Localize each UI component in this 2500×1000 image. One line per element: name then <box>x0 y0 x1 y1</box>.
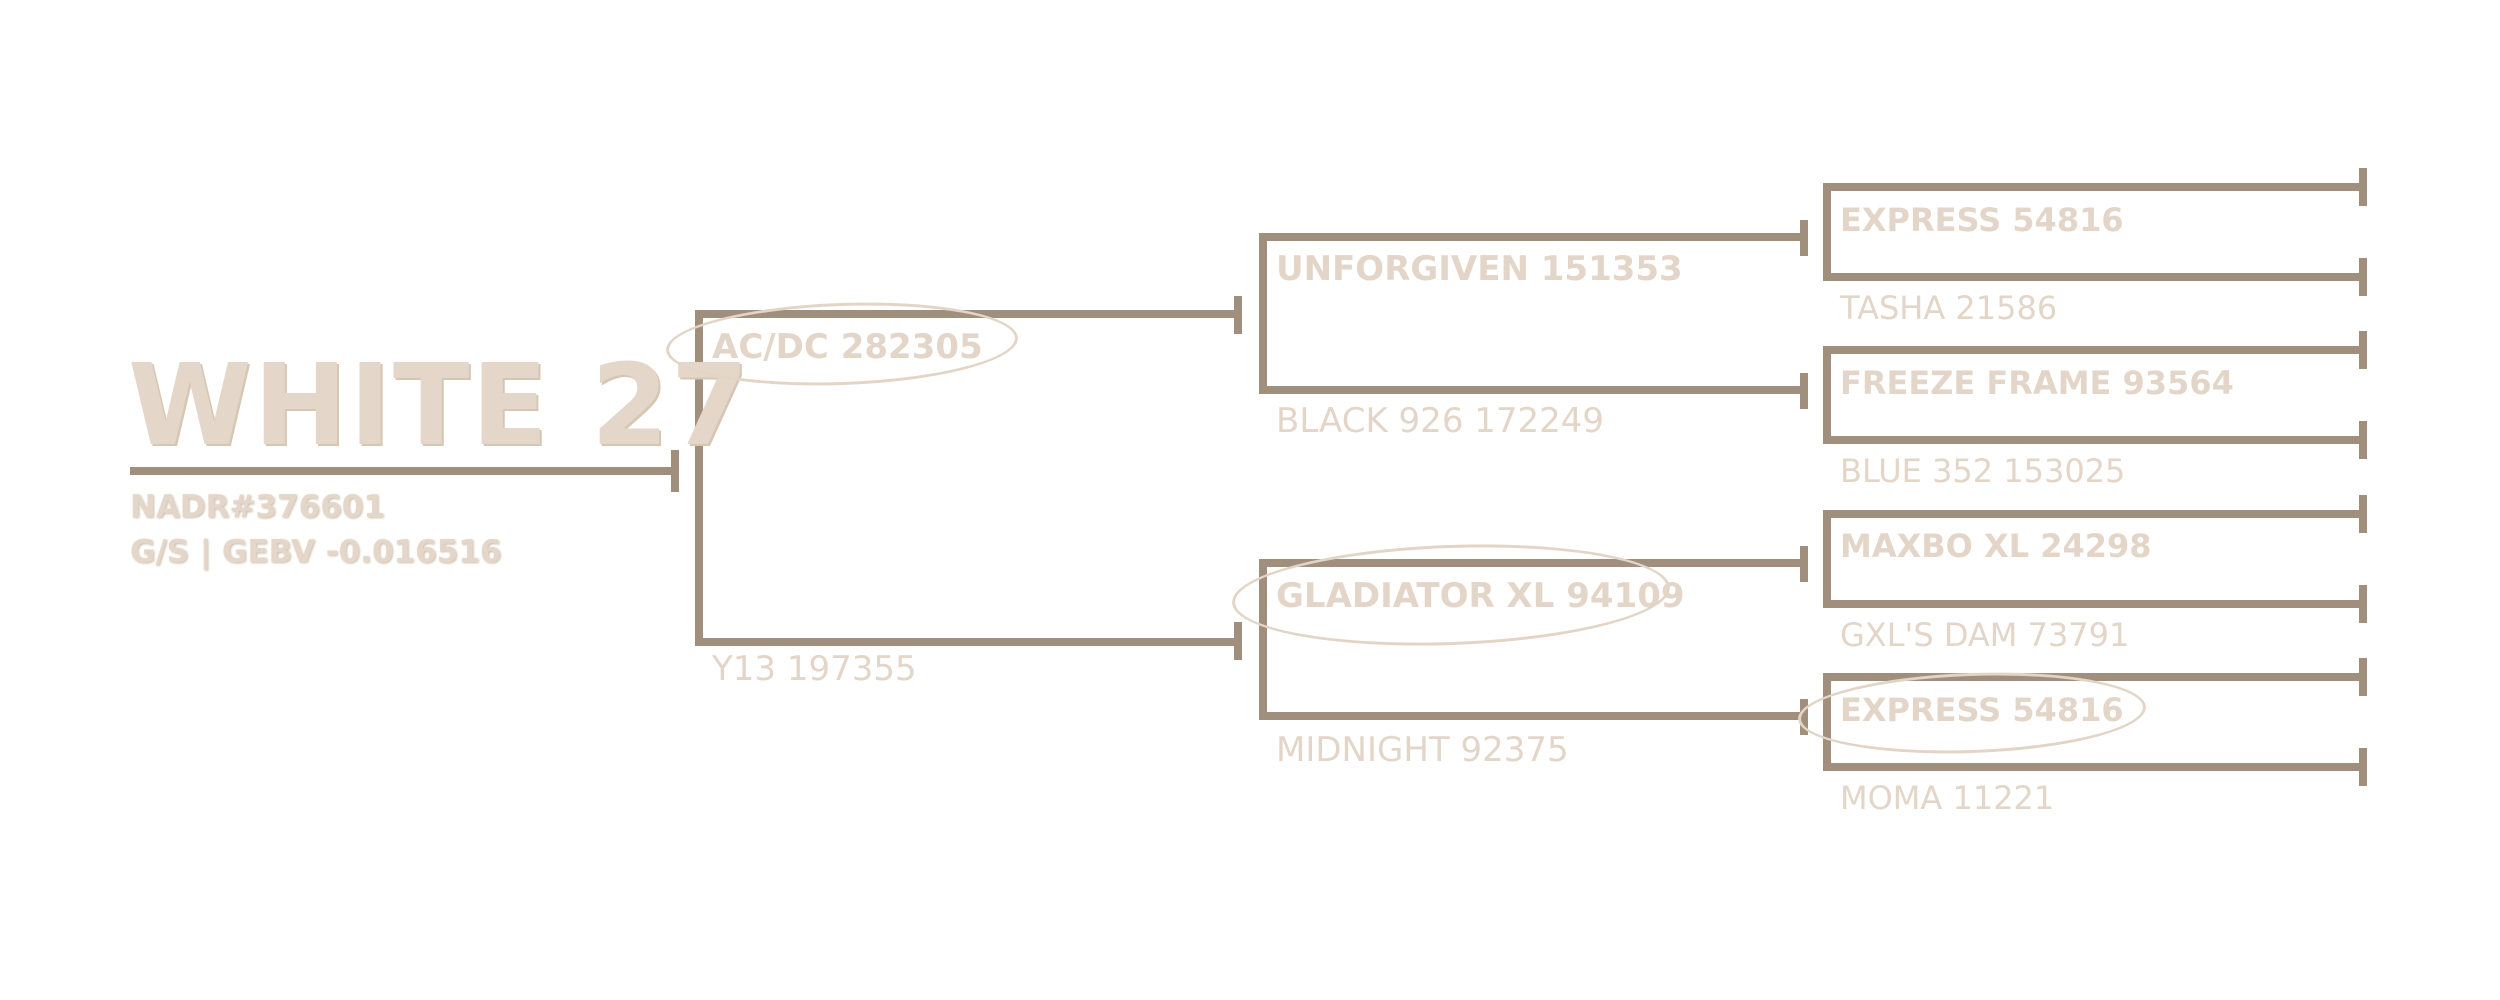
sire-sire-sire-label: EXPRESS 54816 <box>1840 201 2124 239</box>
gen1-bracket <box>695 296 1242 660</box>
sire-label: AC/DC 282305 <box>712 327 983 367</box>
gen2-sire-bracket <box>1259 220 1808 409</box>
gen3-brackets <box>1823 168 2367 786</box>
dam-label: Y13 197355 <box>712 649 917 689</box>
sire-dam-sire-label: FREEZE FRAME 93564 <box>1840 364 2234 402</box>
dam-dam-label: MIDNIGHT 92375 <box>1276 730 1569 770</box>
dam-dam-sire-label: EXPRESS 54816 <box>1840 691 2124 729</box>
animal-registration: NADR#376601 <box>130 489 385 525</box>
sire-sire-label: UNFORGIVEN 151353 <box>1276 249 1683 289</box>
dam-dam-dam-label: MOMA 11221 <box>1840 779 2055 817</box>
dam-sire-label: GLADIATOR XL 94109 <box>1276 576 1685 616</box>
animal-gebv: G/S | GEBV -0.016516 <box>130 534 502 570</box>
sire-sire-dam-label: TASHA 21586 <box>1840 289 2058 327</box>
gen2-dam-bracket <box>1259 546 1808 735</box>
animal-name: WHITE 27 <box>128 341 751 471</box>
dam-sire-sire-label: MAXBO XL 24298 <box>1840 527 2152 565</box>
sire-dam-label: BLACK 926 172249 <box>1276 401 1605 441</box>
subject-bracket <box>130 450 679 492</box>
sire-dam-dam-label: BLUE 352 153025 <box>1840 452 2126 490</box>
dam-sire-dam-label: GXL'S DAM 73791 <box>1840 616 2130 654</box>
